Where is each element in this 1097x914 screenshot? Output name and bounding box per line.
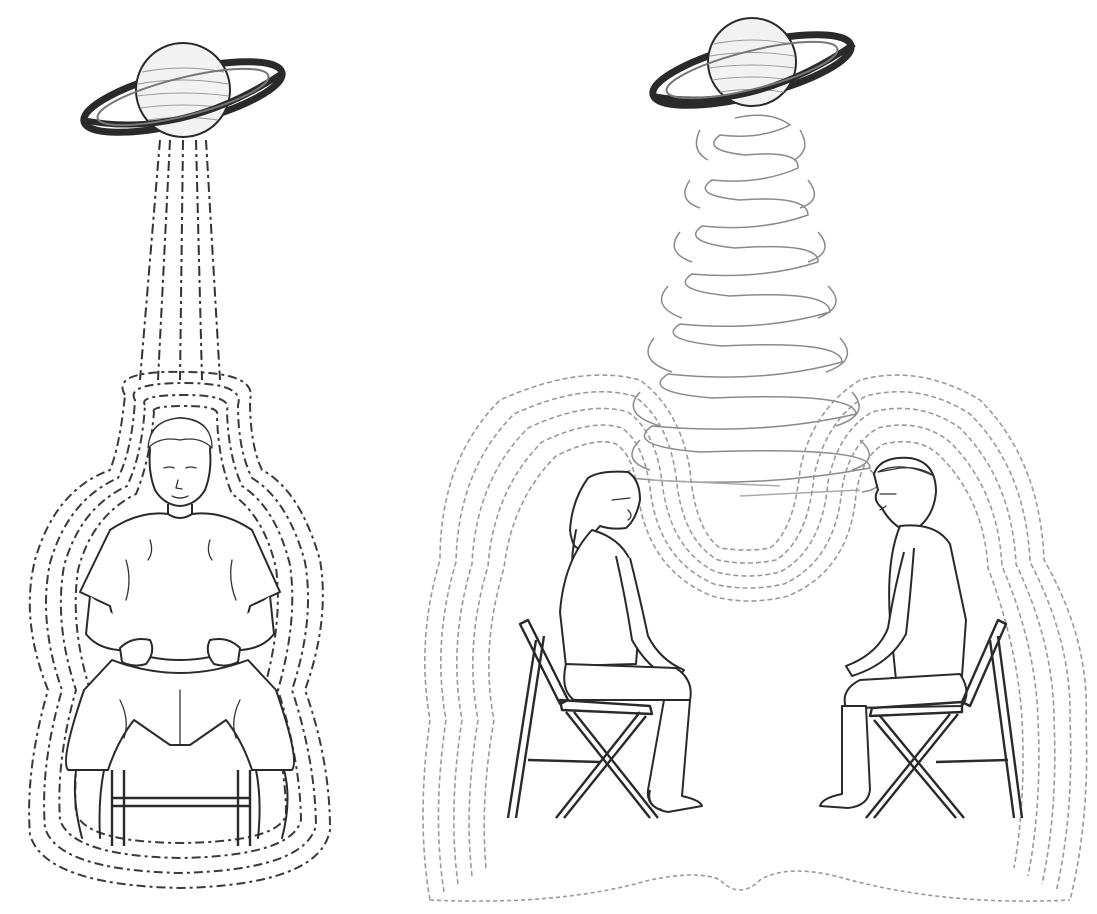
left-panel [29, 43, 330, 888]
saturn-planet-icon [647, 18, 858, 120]
saturn-planet-icon [78, 43, 289, 147]
energy-spiral [623, 115, 878, 496]
right-panel [423, 18, 1087, 901]
shared-energy-aura [423, 375, 1087, 901]
seated-man-side [820, 458, 967, 808]
seated-man-front [66, 418, 294, 838]
stool [112, 770, 250, 846]
energy-beam [140, 140, 220, 380]
